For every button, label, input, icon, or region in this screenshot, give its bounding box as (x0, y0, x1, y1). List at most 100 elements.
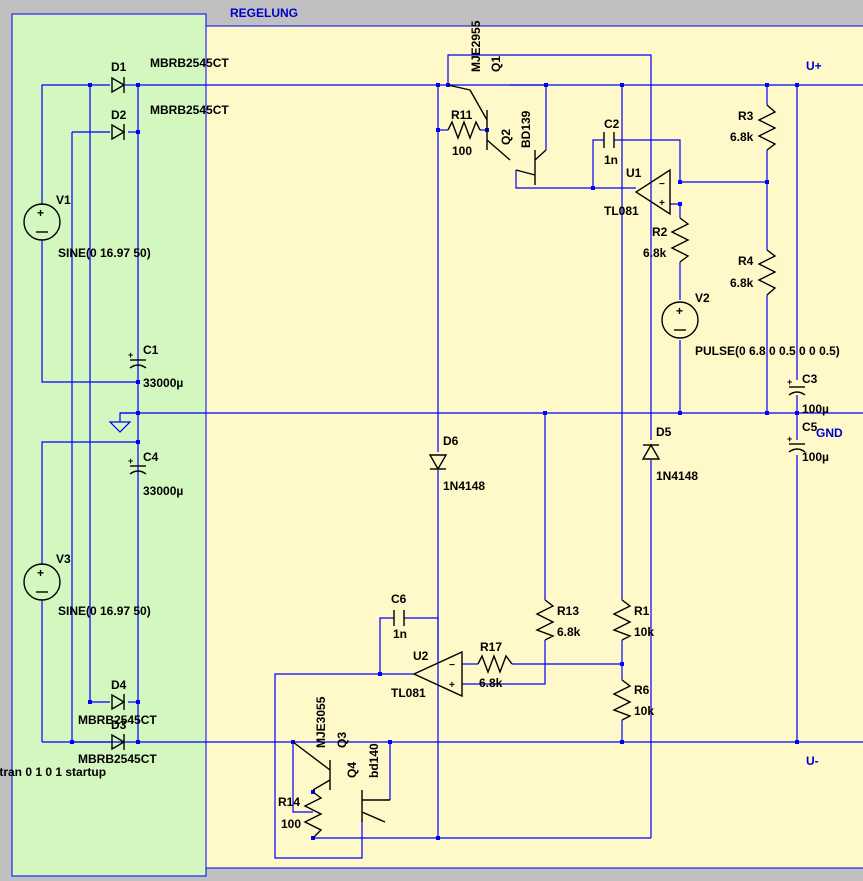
u1-value: TL081 (604, 204, 639, 218)
r11-value: 100 (452, 144, 472, 158)
q1-name: Q1 (489, 56, 503, 72)
diode-d4[interactable] (111, 693, 126, 711)
r11-name: R11 (451, 108, 473, 122)
opamp-u2[interactable]: − + (412, 650, 463, 698)
svg-text:−: − (659, 179, 665, 190)
c2-name: C2 (604, 117, 620, 131)
d1-value: MBRB2545CT (150, 56, 229, 70)
c4-name: C4 (143, 450, 159, 464)
resistor-r13[interactable] (535, 599, 555, 641)
v3-name: V3 (56, 552, 71, 566)
rectifier-region (11, 13, 207, 877)
c3-value: 100µ (802, 402, 829, 416)
r17-value: 6.8k (479, 676, 503, 690)
d5-value: 1N4148 (656, 469, 698, 483)
svg-text:+: + (676, 304, 683, 318)
capacitor-c1[interactable]: + (128, 350, 147, 369)
svg-text:+: + (37, 206, 44, 220)
c2-value: 1n (604, 153, 618, 167)
c6-name: C6 (391, 592, 407, 606)
v1-value: SINE(0 16.97 50) (58, 246, 151, 260)
r4-name: R4 (738, 254, 754, 268)
diode-d3[interactable] (111, 733, 126, 751)
c6-value: 1n (393, 627, 407, 641)
r1-value: 10k (634, 625, 654, 639)
opamp-u1[interactable]: − + (634, 168, 671, 216)
r1-name: R1 (634, 604, 650, 618)
net-u-plus: U+ (806, 59, 822, 73)
d2-name: D2 (111, 108, 127, 122)
voltage-source-v2[interactable]: + (661, 301, 699, 339)
v3-value: SINE(0 16.97 50) (58, 604, 151, 618)
c1-value: 33000µ (143, 376, 183, 390)
ground-symbol (108, 421, 132, 433)
q3-name: Q3 (335, 732, 349, 748)
r13-value: 6.8k (557, 625, 581, 639)
c5-value: 100µ (802, 450, 829, 464)
r14-value: 100 (281, 817, 301, 831)
r14-name: R14 (278, 795, 300, 809)
r2-value: 6.8k (643, 246, 667, 260)
svg-text:−: − (449, 660, 455, 671)
voltage-source-v1[interactable]: + (23, 203, 61, 241)
voltage-source-v3[interactable]: + (23, 563, 61, 601)
r17-name: R17 (480, 640, 502, 654)
u2-value: TL081 (391, 686, 426, 700)
transistor-q1[interactable] (447, 84, 511, 161)
transistor-q2[interactable] (515, 149, 547, 185)
wires (41, 54, 863, 859)
d3-value: MBRB2545CT (78, 752, 157, 766)
q4-value: bd140 (367, 743, 381, 778)
r6-name: R6 (634, 683, 650, 697)
spice-directive: .tran 0 1 0 1 startup (0, 765, 106, 779)
svg-text:+: + (787, 434, 792, 444)
capacitor-c6[interactable] (393, 610, 405, 626)
resistor-r6[interactable] (612, 679, 632, 721)
regelung-label: REGELUNG (230, 6, 298, 20)
d1-name: D1 (111, 60, 127, 74)
diode-d1[interactable] (111, 76, 138, 94)
r3-name: R3 (738, 109, 754, 123)
resistor-r4[interactable] (757, 249, 777, 296)
resistor-r2[interactable] (670, 217, 690, 263)
q1-value: MJE2955 (469, 20, 483, 72)
q3-value: MJE3055 (314, 696, 328, 748)
v2-value: PULSE(0 6.8 0 0.5 0 0 0.5) (695, 344, 840, 358)
transistor-q4[interactable] (361, 790, 390, 823)
capacitor-c3[interactable]: + (787, 377, 806, 396)
q2-value: BD139 (519, 110, 533, 148)
v2-name: V2 (695, 291, 710, 305)
d3-name: D3 (111, 718, 127, 732)
c1-name: C1 (143, 343, 159, 357)
r3-value: 6.8k (730, 130, 754, 144)
d2-value: MBRB2545CT (150, 103, 229, 117)
transistor-q3[interactable] (292, 741, 331, 791)
diode-d6[interactable] (428, 454, 448, 471)
resistor-r11[interactable] (447, 120, 481, 140)
q4-name: Q4 (345, 762, 359, 778)
resistor-r1[interactable] (612, 599, 632, 641)
resistor-r14[interactable] (303, 791, 323, 839)
svg-text:+: + (37, 566, 44, 580)
r6-value: 10k (634, 704, 654, 718)
resistor-r3[interactable] (757, 104, 777, 151)
q2-name: Q2 (499, 129, 513, 145)
svg-text:+: + (128, 456, 133, 466)
d4-value: MBRB2545CT (78, 713, 157, 727)
capacitor-c2[interactable] (603, 132, 615, 148)
capacitor-c4[interactable]: + (128, 456, 147, 475)
v1-name: V1 (56, 193, 71, 207)
svg-text:+: + (787, 377, 792, 387)
diode-d5[interactable] (641, 443, 661, 460)
c5-name: C5 (802, 420, 818, 434)
resistor-r17[interactable] (477, 654, 513, 674)
c4-value: 33000µ (143, 484, 183, 498)
d6-value: 1N4148 (443, 479, 485, 493)
r13-name: R13 (557, 604, 579, 618)
net-u-minus: U- (806, 754, 819, 768)
u1-name: U1 (626, 166, 642, 180)
capacitor-c5[interactable]: + (787, 434, 806, 453)
diode-d2[interactable] (111, 123, 126, 141)
d5-name: D5 (656, 425, 672, 439)
